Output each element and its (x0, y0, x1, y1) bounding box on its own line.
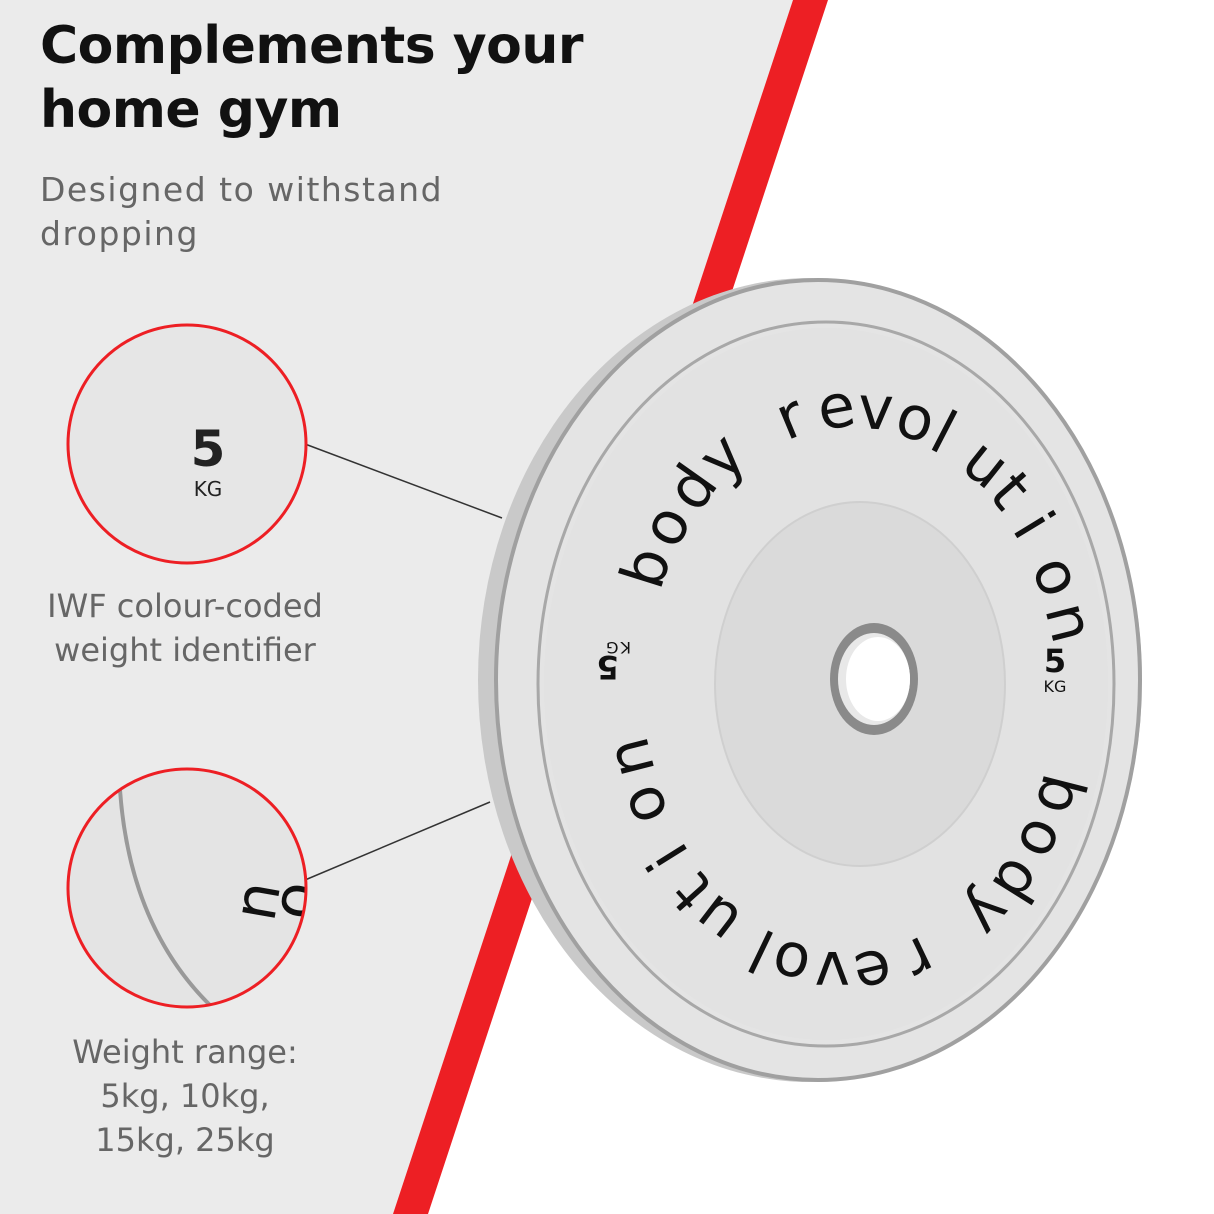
plate-unit-right: KG (1044, 677, 1067, 696)
weight-plate (478, 278, 1142, 1082)
detail-weight: 5 (191, 420, 226, 478)
title-line-1: Complements your (40, 16, 584, 76)
plate-weight-right: 5 (1044, 642, 1066, 680)
caption-line: 5kg, 10kg, (100, 1077, 270, 1115)
detail-circle-weight-marker: 5 KG (66, 323, 308, 565)
leader-line (304, 443, 503, 519)
brand-text-bottom: body revolution (592, 730, 1098, 1009)
leader-line (304, 801, 491, 881)
plate-weight-left: 5 (597, 648, 619, 686)
subtitle: Designed to withstand dropping (40, 170, 444, 253)
caption-weight-identifier: IWF colour-coded weight identifier (20, 584, 350, 672)
caption-weight-range: Weight range: 5kg, 10kg, 15kg, 25kg (40, 1030, 330, 1162)
caption-line: Weight range: (72, 1033, 298, 1071)
brand-text-top: body revolution (607, 370, 1107, 650)
caption-line: weight identifier (54, 631, 316, 669)
plate-unit-left: GK (606, 638, 631, 657)
caption-line: 15kg, 25kg (95, 1121, 275, 1159)
caption-line: IWF colour-coded (47, 587, 323, 625)
detail-circle-edge: uo (66, 767, 308, 1009)
page-title: Complements your home gym (40, 14, 584, 142)
title-line-2: home gym (40, 80, 342, 140)
detail-unit: KG (194, 477, 223, 501)
